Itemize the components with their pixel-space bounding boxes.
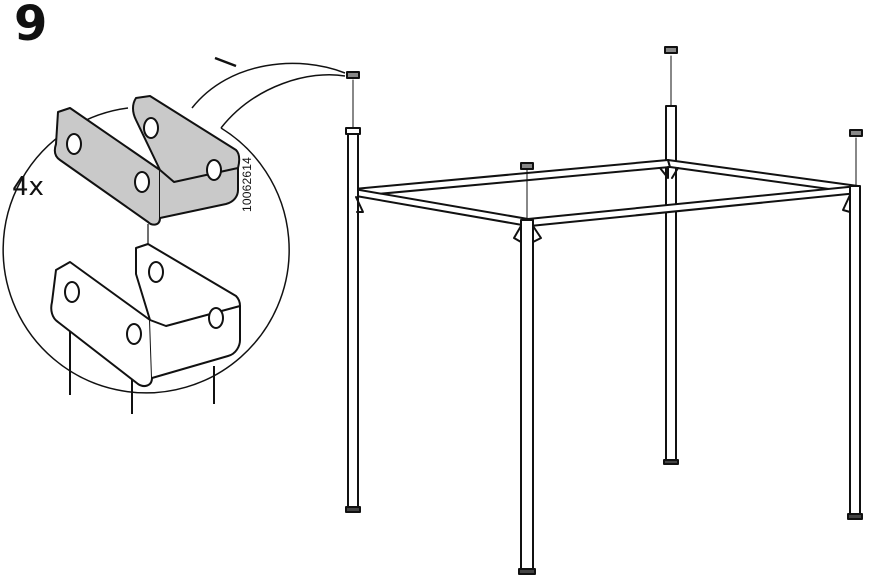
post-front-right <box>842 185 863 520</box>
rail-left <box>353 188 529 227</box>
bracket-part <box>53 95 241 226</box>
post-top-detail <box>50 243 241 414</box>
canopy-frame <box>345 46 863 575</box>
quantity-label: 4x <box>12 172 44 202</box>
part-number: 10062614 <box>240 157 254 212</box>
step-number: 9 <box>14 0 48 52</box>
bracket-indicator-front <box>520 162 534 219</box>
post-back-left <box>345 127 364 513</box>
post-back-right <box>663 105 679 465</box>
rail-back <box>353 159 671 197</box>
bracket-indicator-back-right <box>664 46 678 106</box>
bracket-indicator-right <box>849 129 863 186</box>
detail-callout <box>2 56 346 394</box>
post-front-left <box>513 219 542 575</box>
detail-circle <box>2 107 290 394</box>
rail-front <box>527 185 859 227</box>
bracket-indicator-left <box>346 71 360 128</box>
